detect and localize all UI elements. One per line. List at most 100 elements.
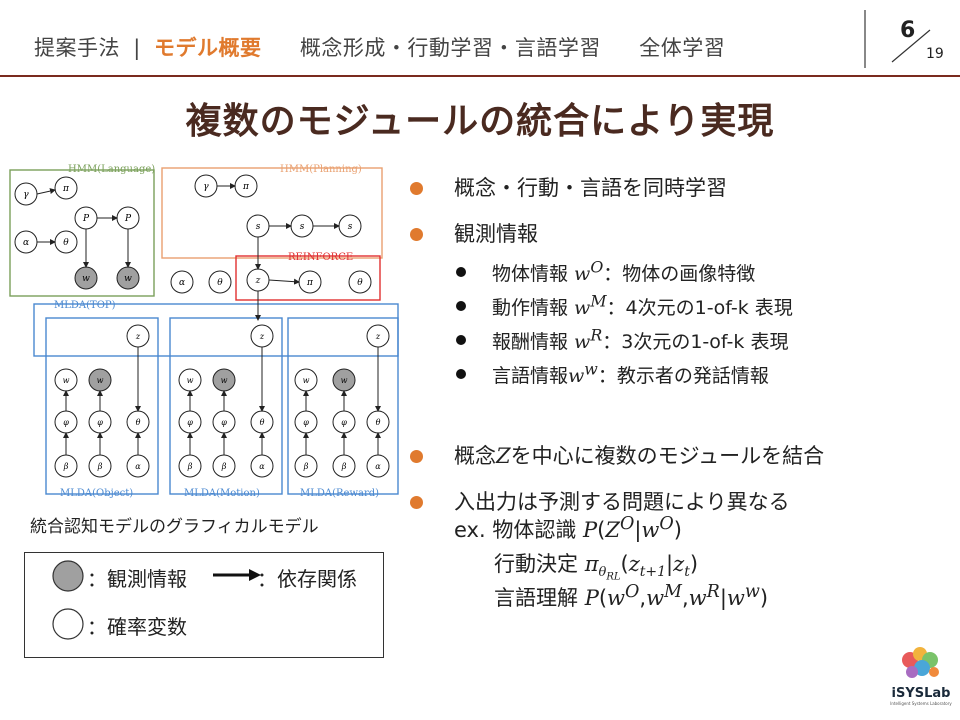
sub-bullet-dot <box>456 301 466 311</box>
panel-mlda-reward <box>287 317 399 495</box>
mlda-edges <box>63 291 381 455</box>
svg-text:α: α <box>23 238 29 248</box>
bullet-dot <box>410 182 423 195</box>
legend-latent-label: ：確率変数 <box>87 615 187 639</box>
panel-reinforce <box>235 255 381 301</box>
panel-label-reinforce: REINFORCE <box>288 252 353 263</box>
logo-text: iSYSLab <box>891 686 951 701</box>
sub-bullet-object: 物体情報 wO：物体の画像特徴 <box>456 258 755 286</box>
svg-text:π: π <box>62 184 70 194</box>
page-total: 19 <box>926 46 944 62</box>
svg-text:θ: θ <box>376 418 381 427</box>
nav-item-model-overview[interactable]: モデル概要 <box>153 36 262 60</box>
example-action-decision: 行動決定 πθRL(zt+1|zt) <box>494 552 699 583</box>
svg-text:w: w <box>124 274 132 284</box>
svg-text:w: w <box>303 376 310 385</box>
legend-box: ：観測情報 ：依存関係 ：確率変数 <box>24 552 384 658</box>
panel-mlda-top <box>33 303 399 357</box>
panel-mlda-motion <box>169 317 283 495</box>
svg-text:w: w <box>221 376 228 385</box>
svg-text:γ: γ <box>23 190 29 200</box>
svg-text:θ: θ <box>136 418 141 427</box>
svg-text:β: β <box>187 462 193 471</box>
svg-text:α: α <box>375 462 381 471</box>
svg-text:z: z <box>375 332 381 341</box>
section-nav: 提案手法 | モデル概要 概念形成・行動学習・言語学習 全体学習 6 19 <box>0 0 960 77</box>
svg-text:θ: θ <box>260 418 265 427</box>
legend-observed-label: ：観測情報 <box>87 567 187 591</box>
svg-text:φ: φ <box>187 418 193 427</box>
panel-label-mlda-top: MLDA(TOP) <box>54 300 116 311</box>
svg-text:φ: φ <box>97 418 103 427</box>
hmm-planning-nodes: γ π s s s <box>194 174 362 238</box>
svg-text:s: s <box>348 222 353 232</box>
svg-text:π: π <box>242 182 250 192</box>
sub-bullet-dot <box>456 335 466 345</box>
diagram-caption: 統合認知モデルのグラフィカルモデル <box>30 517 319 537</box>
svg-text:w: w <box>82 274 90 284</box>
svg-text:w: w <box>63 376 70 385</box>
svg-text:α: α <box>135 462 141 471</box>
svg-text:α: α <box>259 462 265 471</box>
panel-hmm-planning <box>161 167 383 259</box>
panel-mlda-object <box>45 317 159 495</box>
lab-logo-icon <box>902 647 939 678</box>
bullet-observations: 観測情報 <box>410 218 538 248</box>
svg-text:z: z <box>135 332 141 341</box>
svg-text:φ: φ <box>63 418 69 427</box>
page-number: 6 <box>900 18 916 43</box>
graphical-model-diagram: HMM(Language) HMM(Planning) REINFORCE ML… <box>9 164 399 499</box>
bullet-dot <box>410 228 423 241</box>
panel-label-mlda-motion: MLDA(Motion) <box>184 488 260 499</box>
svg-text:π: π <box>306 278 314 288</box>
svg-text:s: s <box>256 222 261 232</box>
svg-text:θ: θ <box>357 278 363 288</box>
bullet-concept-z: 概念Zを中心に複数のモジュールを結合 <box>410 440 824 470</box>
z-row-nodes: α θ z π θ <box>170 237 372 294</box>
nav-item-learning[interactable]: 概念形成・行動学習・言語学習 <box>299 36 601 60</box>
bullet-dot <box>410 450 423 463</box>
sub-bullet-motion: 動作情報 wM：4次元の1-of-k 表現 <box>456 292 793 320</box>
panel-label-hmm-planning: HMM(Planning) <box>280 164 362 175</box>
header-rule <box>0 75 960 77</box>
nav-item-overall[interactable]: 全体学習 <box>639 36 726 60</box>
latent-node-icon <box>52 608 84 640</box>
svg-text:φ: φ <box>341 418 347 427</box>
svg-text:α: α <box>179 278 185 288</box>
svg-text:β: β <box>341 462 347 471</box>
bullet-io-varies: 入出力は予測する問題により異なる <box>410 486 790 516</box>
nav-separator: | <box>133 36 141 60</box>
example-language-understanding: 言語理解 P(wO,wM,wR|ww) <box>494 582 769 610</box>
sub-bullet-language: 言語情報ww：教示者の発話情報 <box>456 360 769 388</box>
panel-hmm-language <box>9 169 155 297</box>
svg-text:θ: θ <box>63 238 69 248</box>
sub-bullet-dot <box>456 369 466 379</box>
bullet-dot <box>410 496 423 509</box>
svg-text:γ: γ <box>203 182 209 192</box>
dependency-arrow-icon <box>213 569 261 581</box>
svg-text:φ: φ <box>221 418 227 427</box>
logo-subtext: Intelligent Systems Laboratory <box>890 701 952 706</box>
hmm-language-nodes: γ π P P α θ w w <box>14 176 140 290</box>
sub-bullet-dot <box>456 267 466 277</box>
nav-item-proposed[interactable]: 提案手法 <box>34 36 120 60</box>
svg-text:β: β <box>303 462 309 471</box>
example-object-recognition: ex. 物体認識 P(ZO|wO) <box>454 514 682 542</box>
svg-text:z: z <box>259 332 265 341</box>
isyslab-logo: iSYSLab Intelligent Systems Laboratory <box>888 640 954 710</box>
panel-label-mlda-reward: MLDA(Reward) <box>300 488 379 499</box>
svg-text:β: β <box>63 462 69 471</box>
breadcrumb: 提案手法 | モデル概要 概念形成・行動学習・言語学習 全体学習 <box>34 32 725 62</box>
svg-text:θ: θ <box>217 278 223 288</box>
svg-text:s: s <box>300 222 305 232</box>
panel-label-hmm-language: HMM(Language) <box>68 164 155 175</box>
svg-text:φ: φ <box>303 418 309 427</box>
svg-text:w: w <box>97 376 104 385</box>
sub-bullet-reward: 報酬情報 wR：3次元の1-of-k 表現 <box>456 326 788 354</box>
panel-label-mlda-object: MLDA(Object) <box>60 488 133 499</box>
svg-text:w: w <box>341 376 348 385</box>
observed-node-icon <box>52 560 84 592</box>
svg-text:P: P <box>124 214 132 224</box>
mlda-nodes: z z z w w w w w w φ φ θ φ φ θ φ φ θ β β … <box>54 324 390 478</box>
legend-dependency-label: ：依存関係 <box>257 567 357 591</box>
